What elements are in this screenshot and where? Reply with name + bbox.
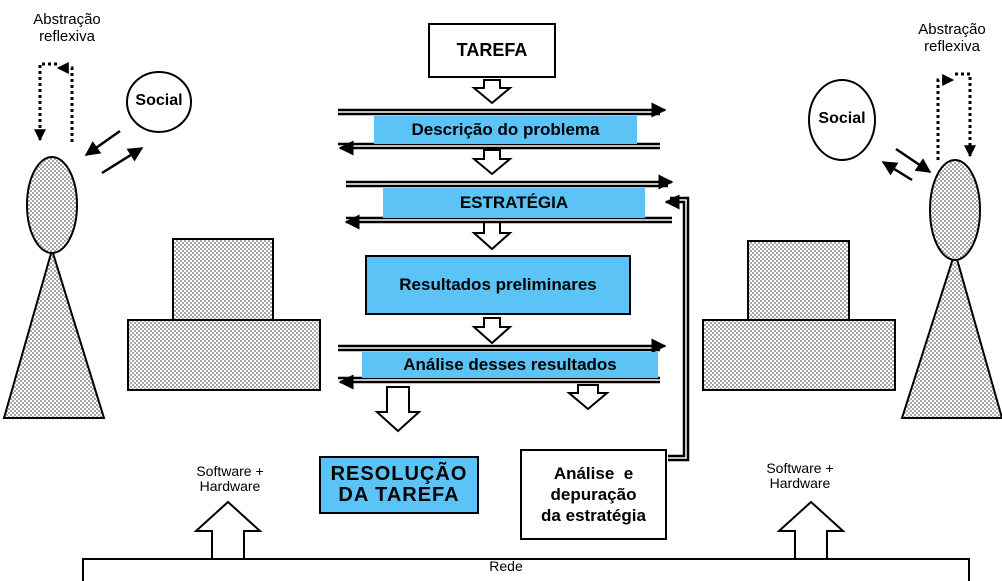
flow-down-arrows [374, 79, 610, 433]
network-bar [82, 558, 970, 581]
left-social-label: Social [135, 92, 183, 109]
strategy-debug-line1: Análise e [553, 463, 634, 483]
left-computer [127, 238, 321, 391]
strategy-band: ESTRATÉGIA [383, 188, 645, 218]
strategy-debug-box: Análise e depuração da estratégia [520, 449, 667, 540]
left-abstraction-line1: Abstração [33, 11, 101, 28]
left-social-circle [126, 71, 192, 133]
right-social-circle [808, 79, 876, 161]
left-abstraction-label: Abstração reflexiva [8, 11, 126, 45]
analysis-band: Análise desses resultados [362, 352, 658, 378]
left-abstraction-arrows [34, 62, 74, 142]
right-system-label: Software + Hardware [740, 460, 860, 492]
right-abstraction-line2: reflexiva [924, 37, 980, 55]
resolution-box: RESOLUÇÃO DA TAREFA [319, 456, 479, 514]
resolution-line1: RESOLUÇÃO [330, 463, 468, 485]
strategy-debug-line2: depuração [550, 484, 637, 504]
left-system-line2: Hardware [199, 478, 261, 495]
left-system-line1: Software + [196, 463, 264, 479]
resolution-line2: DA TAREFA [338, 484, 460, 506]
right-abstraction-line1: Abstração [918, 21, 986, 38]
left-social-arrows [84, 129, 144, 175]
left-actor-figure [2, 156, 106, 419]
right-social-label: Social [818, 110, 866, 127]
network-label: Rede [489, 558, 523, 574]
network-up-arrows [193, 500, 846, 560]
band-arrows [338, 102, 674, 390]
problem-description-band: Descrição do problema [374, 116, 637, 144]
left-abstraction-line2: reflexiva [39, 27, 95, 45]
right-actor-figure [900, 159, 1002, 419]
task-box: TAREFA [428, 23, 556, 78]
right-system-line1: Software + [766, 460, 834, 476]
feedback-loop-arrow [664, 194, 690, 462]
right-computer [702, 240, 896, 391]
preliminary-results-box: Resultados preliminares [365, 255, 631, 315]
left-system-label: Software + Hardware [170, 463, 290, 495]
strategy-debug-line3: da estratégia [541, 506, 646, 526]
right-abstraction-label: Abstração reflexiva [893, 21, 1002, 55]
right-social-arrows [881, 147, 932, 182]
right-abstraction-arrows [936, 72, 976, 160]
right-system-line2: Hardware [769, 475, 831, 492]
